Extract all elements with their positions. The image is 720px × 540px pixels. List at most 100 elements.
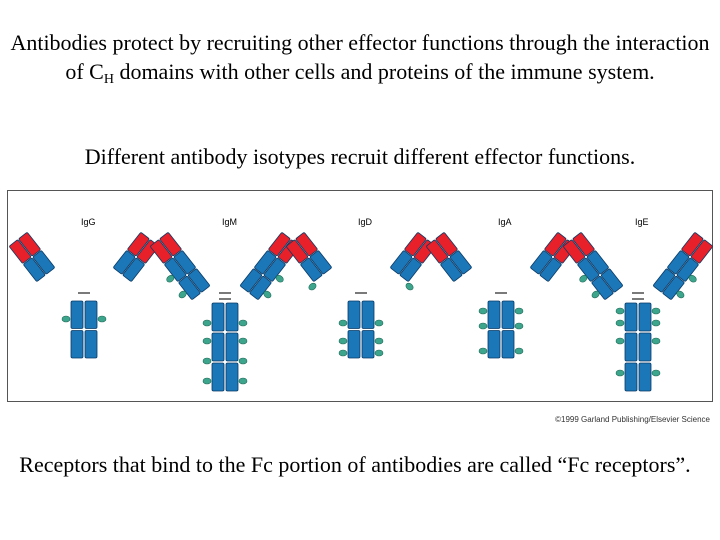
antibody-group: IgG IgM IgD IgA IgE: [9, 217, 713, 392]
isotype-label: IgM: [222, 217, 237, 227]
carbohydrate-mark: [514, 347, 524, 355]
constant-domain: [676, 257, 699, 282]
isotype-label: IgA: [498, 217, 512, 227]
variable-domain: [544, 232, 567, 257]
carbohydrate-mark: [478, 322, 488, 330]
carbohydrate-mark: [202, 319, 212, 327]
carbohydrate-mark: [676, 290, 685, 299]
variable-domain: [159, 232, 182, 257]
antibody-iga: IgA: [426, 217, 576, 359]
carbohydrate-mark: [651, 369, 661, 377]
left-arm: [150, 232, 210, 300]
constant-domain: [263, 257, 286, 282]
footer-text: Receptors that bind to the Fc portion of…: [19, 452, 691, 477]
constant-domain: [300, 257, 323, 282]
fc-domain: [638, 332, 652, 362]
isotype-label: IgG: [81, 217, 96, 227]
carbohydrate-mark: [374, 349, 384, 357]
left-arm: [286, 232, 332, 291]
carbohydrate-mark: [615, 307, 625, 315]
constant-domain: [113, 250, 136, 275]
isotype-label: IgE: [635, 217, 649, 227]
carbohydrate-mark: [651, 319, 661, 327]
fc-domain: [624, 362, 638, 392]
antibody-igm: IgM: [150, 217, 300, 392]
fc-domain: [361, 300, 375, 329]
fc-domain: [501, 300, 515, 329]
carbohydrate-mark: [615, 319, 625, 327]
fc-domain: [84, 330, 98, 359]
constant-domain: [122, 257, 145, 282]
fc-domain: [487, 300, 501, 329]
carbohydrate-mark: [688, 275, 697, 283]
isotype-label: IgD: [358, 217, 373, 227]
carbohydrate-mark: [263, 290, 272, 299]
carbohydrate-mark: [178, 290, 187, 299]
fc-domain: [487, 330, 501, 359]
left-arm: [9, 232, 55, 282]
fc-domain: [624, 332, 638, 362]
fc-domain: [638, 362, 652, 392]
fc-domain: [624, 302, 638, 332]
fc-domain: [347, 300, 361, 329]
fc-domain: [501, 330, 515, 359]
constant-domain: [173, 250, 196, 275]
carbohydrate-mark: [591, 290, 600, 299]
fc-domain: [225, 332, 239, 362]
carbohydrate-mark: [374, 337, 384, 345]
left-arm: [563, 232, 623, 300]
carbohydrate-mark: [651, 337, 661, 345]
constant-domain: [601, 268, 623, 293]
constant-domain: [653, 268, 675, 293]
variable-domain: [286, 239, 309, 264]
antibody-igd: IgD: [286, 217, 436, 359]
carbohydrate-mark: [374, 319, 384, 327]
carbohydrate-mark: [166, 275, 175, 283]
fc-domain: [211, 332, 225, 362]
constant-domain: [577, 257, 600, 282]
variable-domain: [404, 232, 427, 257]
constant-domain: [399, 257, 422, 282]
antibody-igg: IgG: [9, 217, 159, 359]
constant-domain: [188, 268, 210, 293]
constant-domain: [530, 250, 553, 275]
variable-domain: [435, 232, 458, 257]
carbohydrate-mark: [651, 307, 661, 315]
antibody-ige: IgE: [563, 217, 713, 392]
variable-domain: [681, 232, 704, 257]
constant-domain: [240, 268, 262, 293]
title-subscript: H: [103, 72, 114, 87]
left-arm: [426, 232, 472, 282]
carbohydrate-mark: [514, 322, 524, 330]
carbohydrate-mark: [514, 307, 524, 315]
variable-domain: [690, 239, 713, 264]
fc-domain: [638, 302, 652, 332]
carbohydrate-mark: [202, 337, 212, 345]
carbohydrate-mark: [202, 357, 212, 365]
constant-domain: [449, 250, 472, 275]
constant-domain: [23, 257, 46, 282]
constant-domain: [667, 250, 690, 275]
constant-domain: [254, 250, 277, 275]
carbohydrate-mark: [615, 337, 625, 345]
carbohydrate-mark: [202, 377, 212, 385]
fc-domain: [361, 330, 375, 359]
variable-domain: [9, 239, 32, 264]
right-arm: [240, 232, 300, 300]
carbohydrate-mark: [338, 337, 348, 345]
carbohydrate-mark: [405, 282, 414, 291]
variable-domain: [563, 239, 586, 264]
constant-domain: [440, 257, 463, 282]
constant-domain: [390, 250, 413, 275]
carbohydrate-mark: [61, 315, 71, 323]
carbohydrate-mark: [238, 337, 248, 345]
fc-domain: [211, 302, 225, 332]
fc-domain: [84, 300, 98, 329]
antibody-diagram: IgG IgM IgD IgA IgE: [7, 190, 713, 402]
title-part-1: Antibodies protect by recruiting other e…: [10, 30, 710, 84]
antibody-isotype-figure: IgG IgM IgD IgA IgE: [7, 190, 713, 402]
carbohydrate-mark: [238, 377, 248, 385]
carbohydrate-mark: [275, 275, 284, 283]
constant-domain: [164, 257, 187, 282]
variable-domain: [295, 232, 318, 257]
